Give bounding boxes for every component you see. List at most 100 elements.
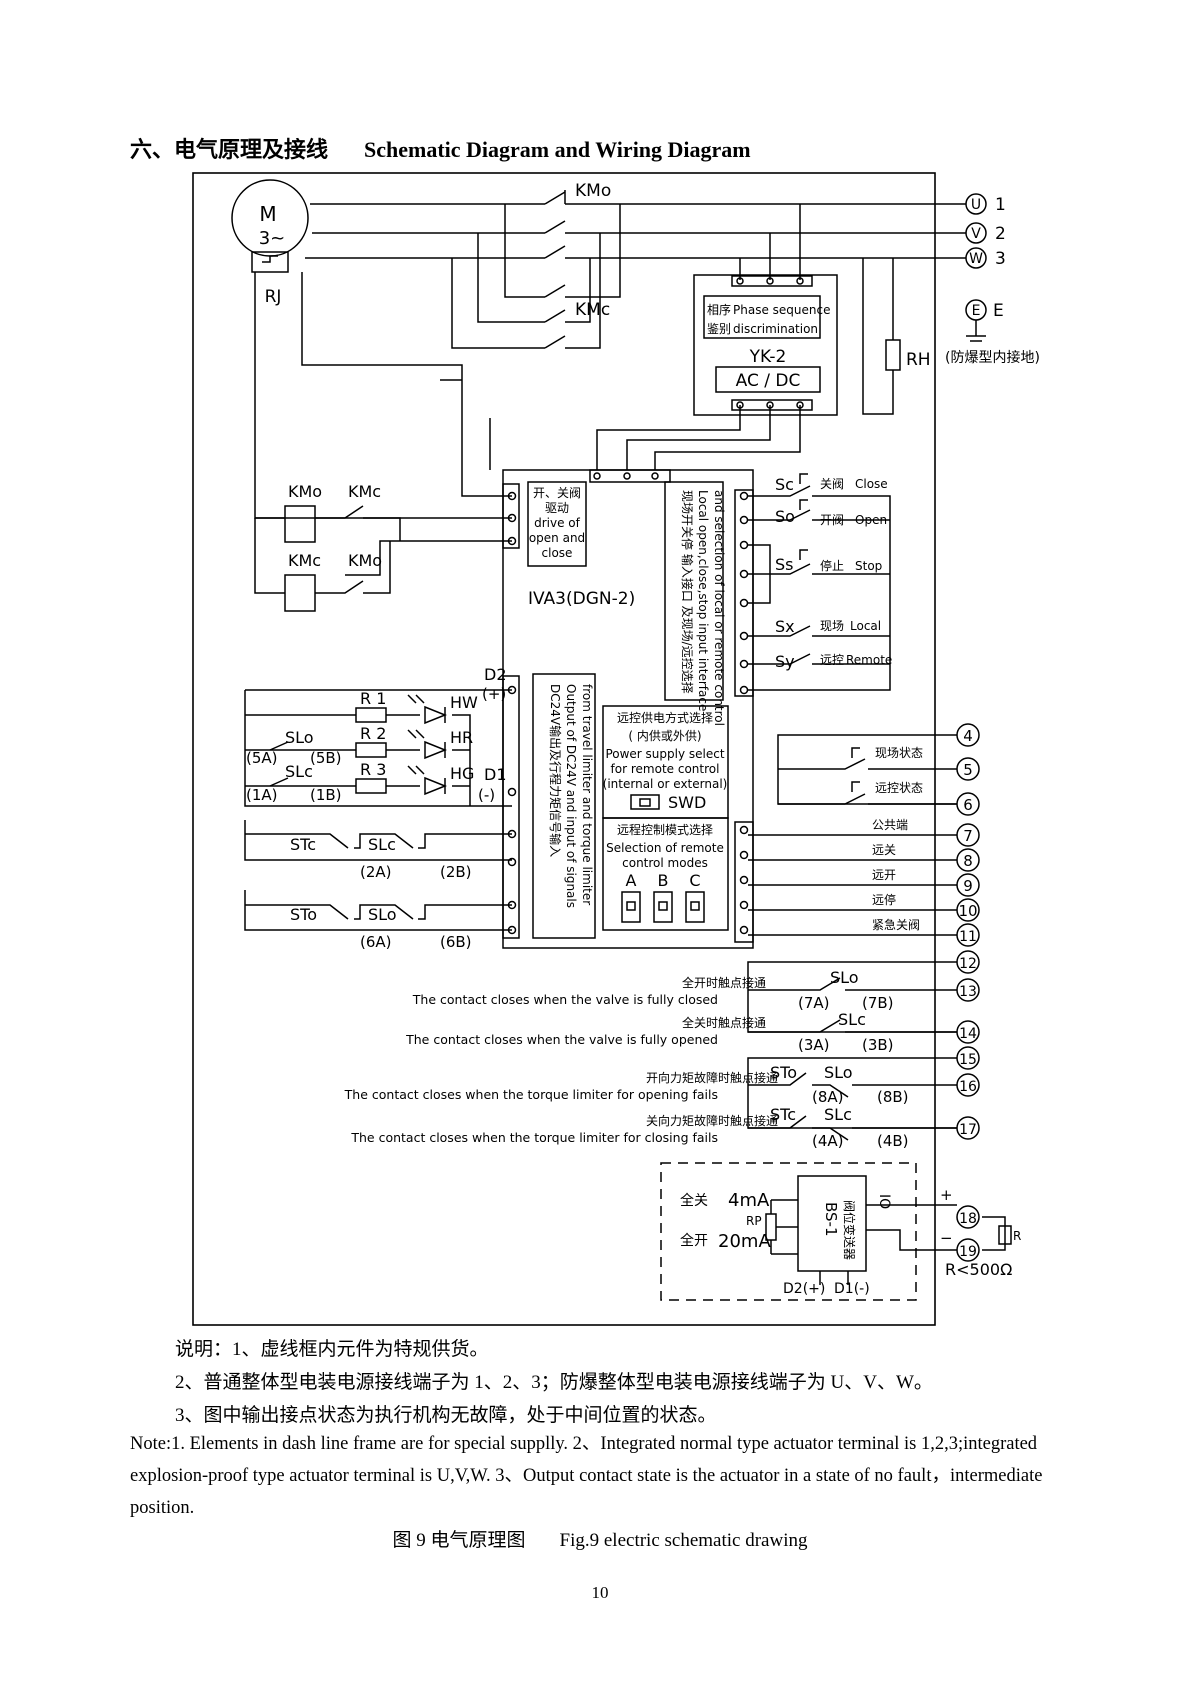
svg-text:The contact closes when the va: The contact closes when the valve is ful… — [412, 992, 718, 1007]
svg-text:The contact closes when the to: The contact closes when the torque limit… — [344, 1087, 718, 1102]
torque-contacts: STo SLo STc SLc (8A) (8B) (4A) (4B) — [747, 1057, 957, 1150]
svg-text:(5A): (5A) — [246, 749, 278, 767]
svg-text:全关时触点接通: 全关时触点接通 — [682, 1015, 766, 1030]
svg-text:现场开关停 输入接口 及现场/远控选择: 现场开关停 输入接口 及现场/远控选择 — [680, 490, 695, 694]
svg-text:E: E — [972, 303, 981, 319]
svg-text:12: 12 — [959, 956, 977, 972]
kmo-contact-label: KMo — [575, 181, 611, 201]
svg-text:drive of: drive of — [534, 516, 581, 530]
svg-text:18: 18 — [959, 1211, 977, 1227]
svg-text:3: 3 — [995, 249, 1006, 269]
limit-contacts: STc SLc (2A) (2B) STo SLo (6A) (6B) — [244, 820, 512, 951]
note-1: 说明：1、虚线框内元件为特规供货。 — [175, 1339, 489, 1360]
remote-lines: 公共端 远关 远开 远停 紧急关阀 — [748, 818, 957, 936]
svg-text:(4A): (4A) — [812, 1132, 844, 1150]
svg-text:R: R — [1013, 1229, 1021, 1243]
svg-text:U: U — [971, 197, 981, 213]
heater-rh: RH — [862, 258, 931, 415]
svg-text:2: 2 — [995, 224, 1006, 244]
d1-minus: (-) — [478, 786, 495, 804]
svg-text:STo: STo — [770, 1063, 797, 1082]
caption-zh: 图 9 电气原理图 — [392, 1530, 526, 1551]
svg-text:D2(+): D2(+) — [783, 1281, 825, 1297]
svg-text:R 2: R 2 — [360, 724, 386, 743]
svg-text:STc: STc — [290, 835, 316, 854]
svg-text:M: M — [259, 202, 276, 226]
svg-text:Power supply select: Power supply select — [605, 747, 724, 761]
svg-text:(4B): (4B) — [877, 1132, 909, 1150]
svg-text:(6A): (6A) — [360, 933, 392, 951]
svg-text:公共端: 公共端 — [872, 818, 908, 832]
svg-text:A: A — [626, 871, 637, 890]
svg-text:6: 6 — [963, 796, 973, 814]
svg-text:关向力矩故障时触点接通: 关向力矩故障时触点接通 — [646, 1113, 778, 1128]
svg-text:BS-1: BS-1 — [822, 1202, 840, 1237]
svg-text:SLo: SLo — [285, 728, 314, 747]
svg-text:KMc: KMc — [348, 482, 381, 501]
svg-text:YK-2: YK-2 — [749, 347, 787, 367]
svg-text:KMo: KMo — [288, 482, 322, 501]
svg-text:开阀: 开阀 — [820, 513, 844, 527]
svg-text:R 3: R 3 — [360, 760, 386, 779]
drive-block: 开、关阀 驱动 drive of open and close — [502, 481, 587, 567]
svg-text:SLo: SLo — [830, 968, 859, 987]
svg-text:Sc: Sc — [775, 475, 794, 494]
svg-text:HG: HG — [450, 764, 474, 783]
svg-text:17: 17 — [959, 1122, 977, 1138]
svg-text:HW: HW — [450, 693, 478, 712]
svg-text:R 1: R 1 — [360, 689, 386, 708]
svg-text:from travel limiter and torque: from travel limiter and torque limiter — [580, 684, 594, 905]
svg-text:全关: 全关 — [680, 1192, 708, 1209]
svg-text:close: close — [542, 546, 573, 560]
svg-text:(7A): (7A) — [798, 994, 830, 1012]
diagram-frame — [192, 172, 936, 1326]
state-contacts: 现场状态 远控状态 — [777, 734, 957, 805]
svg-text:(1B): (1B) — [310, 786, 342, 804]
svg-text:(internal or external): (internal or external) — [603, 777, 728, 791]
svg-text:SLc: SLc — [838, 1010, 866, 1029]
svg-text:4: 4 — [963, 727, 973, 745]
position-transmitter: BS-1 阀位变送器 IO R + − R<500Ω 全关 4mA 全开 20m… — [660, 1162, 1021, 1301]
svg-text:8: 8 — [963, 852, 973, 870]
svg-text:1: 1 — [995, 195, 1006, 215]
svg-text:开向力矩故障时触点接通: 开向力矩故障时触点接通 — [646, 1070, 778, 1085]
local-switches: Sc 关阀 Close So 开阀 Open Ss 停止 Stop Sx 现场 … — [748, 473, 892, 691]
svg-text:13: 13 — [959, 984, 977, 1000]
svg-text:SLo: SLo — [368, 905, 397, 924]
position-contacts: SLo SLc (7A) (7B) (3A) (3B) — [747, 961, 957, 1054]
svg-text:7: 7 — [963, 827, 973, 845]
svg-text:开、关阀: 开、关阀 — [533, 486, 581, 500]
svg-text:驱动: 驱动 — [545, 501, 569, 515]
svg-text:IO: IO — [876, 1194, 892, 1209]
svg-text:Ss: Ss — [775, 555, 794, 574]
svg-text:for remote control: for remote control — [611, 762, 720, 776]
svg-text:control modes: control modes — [622, 856, 708, 870]
note-3: 3、图中输出接点状态为执行机构无故障，处于中间位置的状态。 — [175, 1405, 717, 1426]
svg-text:STo: STo — [290, 905, 317, 924]
svg-text:19: 19 — [959, 1244, 977, 1260]
svg-text:W: W — [969, 251, 983, 267]
svg-text:(2A): (2A) — [360, 863, 392, 881]
svg-text:现场状态: 现场状态 — [875, 746, 923, 760]
svg-text:3~: 3~ — [259, 228, 286, 249]
svg-text:(3A): (3A) — [798, 1036, 830, 1054]
svg-text:KMo: KMo — [348, 551, 382, 570]
d2-plus: (+) — [482, 685, 506, 703]
kmc-contact-label: KMc — [575, 300, 610, 320]
svg-text:Phase sequence: Phase sequence — [733, 303, 830, 317]
svg-text:全开时触点接通: 全开时触点接通 — [682, 975, 766, 990]
page-number: 10 — [591, 1583, 609, 1602]
svg-text:(3B): (3B) — [862, 1036, 894, 1054]
heading-zh: 六、电气原理及接线 — [130, 137, 329, 162]
svg-text:SWD: SWD — [668, 793, 706, 812]
svg-text:−: − — [940, 1229, 953, 1247]
caption-en: Fig.9 electric schematic drawing — [559, 1530, 808, 1551]
svg-text:DC24V输出及行程力矩信号输入: DC24V输出及行程力矩信号输入 — [548, 684, 563, 857]
svg-text:鉴别: 鉴别 — [707, 322, 731, 336]
svg-text:SLc: SLc — [824, 1105, 852, 1124]
remote-terminal-strip — [734, 821, 754, 943]
svg-text:(防爆型内接地): (防爆型内接地) — [945, 349, 1040, 366]
svg-text:(7B): (7B) — [862, 994, 894, 1012]
numbered-terminals: 4 5 6 7 8 9 10 11 12 13 14 15 16 17 18 1… — [956, 723, 980, 1262]
